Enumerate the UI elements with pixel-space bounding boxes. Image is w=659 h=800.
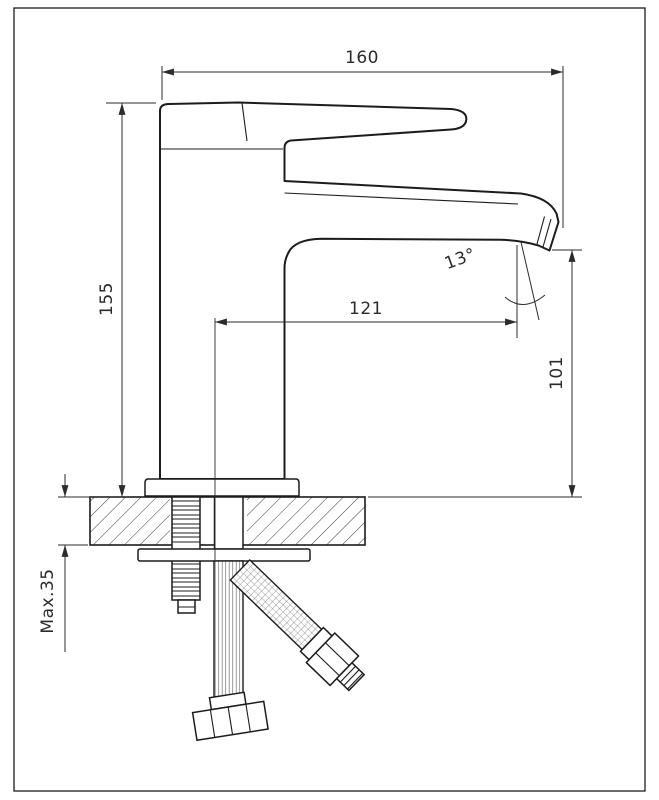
faucet-base-flange [144,478,300,497]
fitting-tip-threads [339,665,364,690]
hex-nut-facets-right [315,642,350,677]
under-counter-hardware [137,496,366,742]
fitting-threaded-tip [335,661,366,692]
spout-aerator-lines [536,216,552,248]
hose-fitting-bottom-left [191,691,269,742]
dimension-spout-height: 101 [368,249,582,498]
faucet [144,101,560,497]
dim-label-spout-reach: 121 [349,299,383,319]
dim-label-spout-height: 101 [547,356,567,390]
dimension-total-width: 160 [161,48,564,228]
mounting-washer-plate [137,548,311,562]
shank-thread-lines [172,500,200,597]
dim-label-body-height: 155 [97,282,117,316]
dimension-spout-reach: 121 [214,245,518,560]
hex-nut-facets-left [209,704,251,738]
dim-label-max-thickness: Max.35 [38,568,58,633]
angle-arc [504,294,546,305]
handle-joint-line [241,102,248,142]
dimension-max-thickness: Max.35 [38,474,88,652]
dim-label-total-width: 160 [345,48,379,68]
dimension-body-height: 155 [58,102,156,498]
drawing-border [13,7,646,792]
spout-top-inner-line [284,192,519,205]
angle-spout: 13° [442,241,546,321]
spout-axis-line [520,241,540,321]
dim-label-spout-angle: 13° [442,244,479,274]
supply-hose-diagonal [229,558,366,692]
diagonal-hose-braid [229,558,323,651]
faucet-body-outline [159,101,560,480]
hose-through-counter [213,496,244,550]
